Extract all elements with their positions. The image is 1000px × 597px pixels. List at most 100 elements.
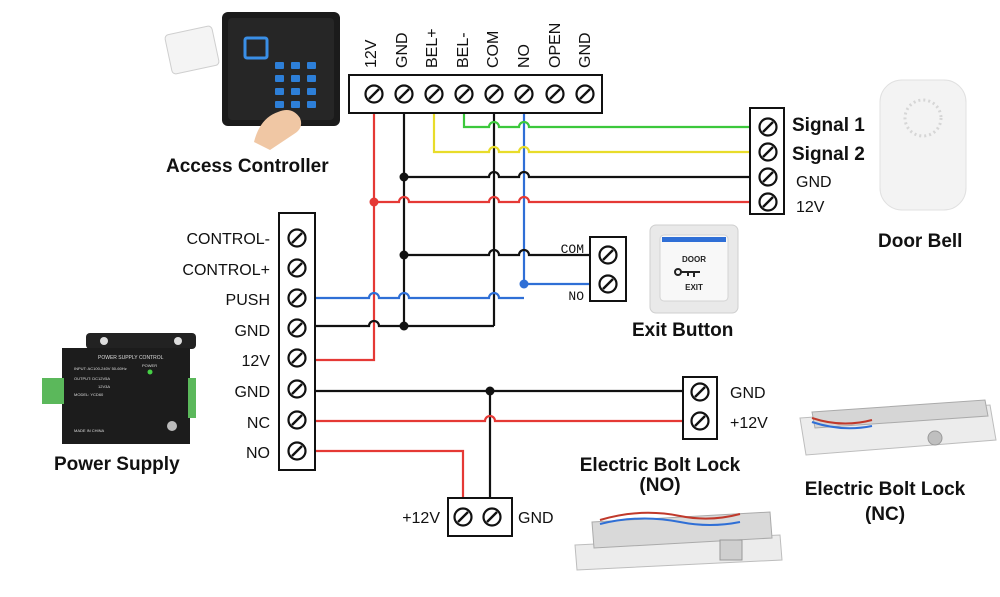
wire-ps-push <box>306 291 524 300</box>
screw-terminals <box>287 84 778 527</box>
power-supply-terminal-block <box>278 212 316 471</box>
ac-term-label-3: BEL- <box>455 32 472 68</box>
exit-face-top: DOOR <box>682 255 706 264</box>
ac-screw-6 <box>545 84 565 104</box>
junction-12v <box>369 197 379 207</box>
bell-term-label-1: Signal 2 <box>792 144 865 165</box>
bell-term-label-2: GND <box>796 174 832 191</box>
bolt-nc-term-label-1: +12V <box>730 415 768 432</box>
wire-bel-minus <box>462 103 759 129</box>
bolt-no-term-label-1: GND <box>518 510 554 527</box>
bell-screw-3 <box>758 192 778 212</box>
ps-term-label-2: PUSH <box>226 292 270 309</box>
ps-device-output: OUTPUT: DC <box>74 376 98 381</box>
junction-lock-gnd <box>485 386 495 396</box>
exit-button-label: Exit Button <box>632 320 733 341</box>
junction-dots <box>369 172 529 396</box>
bolt-no-term-label-0: +12V <box>402 510 440 527</box>
exit-face-bottom: EXIT <box>685 283 703 292</box>
ps-screw-2 <box>287 288 307 308</box>
ac-screw-1 <box>394 84 414 104</box>
bell-screw-2 <box>758 167 778 187</box>
door-bell-terminal-labels: Signal 1 Signal 2 GND 12V <box>792 115 865 216</box>
ps-screw-3 <box>287 318 307 338</box>
ps-device-title: POWER SUPPLY CONTROL <box>98 355 164 361</box>
ac-screw-7 <box>575 84 595 104</box>
ps-device-power: POWER <box>142 363 157 368</box>
ps-term-label-3: GND <box>234 323 270 340</box>
access-controller-image <box>164 12 340 150</box>
ps-screw-4 <box>287 348 307 368</box>
ac-term-label-1: GND <box>394 32 411 68</box>
ps-term-label-0: CONTROL- <box>186 231 270 248</box>
bolt-nc-screw-1 <box>690 411 710 431</box>
power-supply-terminal-labels: CONTROL- CONTROL+ PUSH GND 12V GND NC NO <box>182 231 270 462</box>
bolt-no-screw-1 <box>482 507 502 527</box>
ps-term-label-1: CONTROL+ <box>182 262 270 279</box>
ps-term-label-6: NC <box>247 415 270 432</box>
ac-term-label-0: 12V <box>363 39 380 68</box>
wires <box>306 103 759 508</box>
access-controller-terminal-labels: 12V GND BEL+ BEL- COM NO OPEN GND <box>363 23 594 68</box>
bolt-nc-term-label-0: GND <box>730 385 766 402</box>
exit-screw-0 <box>598 245 618 265</box>
ac-term-label-7: GND <box>577 32 594 68</box>
ps-device-made: MADE IN CHINA <box>74 428 105 433</box>
ps-screw-1 <box>287 258 307 278</box>
wire-lock-nc <box>306 414 691 423</box>
power-supply-image: POWER SUPPLY CONTROL POWER INPUT: AC100-… <box>42 333 196 444</box>
ps-screw-0 <box>287 228 307 248</box>
bell-screw-1 <box>758 142 778 162</box>
bell-term-label-3: 12V <box>796 199 825 216</box>
ps-term-label-5: GND <box>234 384 270 401</box>
ac-screw-4 <box>484 84 504 104</box>
wire-exit-com <box>404 248 599 257</box>
ps-term-label-7: NO <box>246 445 270 462</box>
junction-no-exit <box>519 279 529 289</box>
wire-bel-plus <box>432 103 759 154</box>
exit-term-label-0: COM <box>561 242 584 257</box>
junction-gnd-bell <box>399 172 409 182</box>
exit-screw-1 <box>598 274 618 294</box>
ac-term-label-5: NO <box>516 44 533 68</box>
bolt-nc-screw-0 <box>690 382 710 402</box>
wire-lock-no <box>306 449 465 508</box>
ac-screw-0 <box>364 84 384 104</box>
wire-bell-gnd <box>404 170 759 179</box>
exit-term-label-1: NO <box>568 289 584 304</box>
ac-screw-2 <box>424 84 444 104</box>
bell-term-label-0: Signal 1 <box>792 115 865 136</box>
bell-screw-0 <box>758 117 778 137</box>
ac-term-label-4: COM <box>485 31 502 68</box>
bolt-no-label-line2: (NO) <box>639 475 680 496</box>
door-bell-image <box>879 79 967 211</box>
ac-term-label-6: OPEN <box>547 23 564 68</box>
bolt-no-label-line1: Electric Bolt Lock <box>580 455 741 476</box>
power-supply-label: Power Supply <box>54 454 180 475</box>
bolt-no-screw-0 <box>453 507 473 527</box>
bolt-nc-label-line2: (NC) <box>865 504 905 525</box>
ps-term-label-4: 12V <box>242 353 271 370</box>
wire-ac-12v <box>315 103 376 362</box>
ps-screw-5 <box>287 379 307 399</box>
ps-device-opt2: 12V3A <box>98 384 110 389</box>
bolt-lock-nc-image <box>799 399 997 456</box>
bolt-nc-label-line1: Electric Bolt Lock <box>805 479 966 500</box>
ps-screw-6 <box>287 410 307 430</box>
ac-term-label-2: BEL+ <box>424 28 441 68</box>
wire-bell-12v <box>374 195 759 204</box>
ps-device-input: INPUT: AC100-240V 50-60Hz <box>74 366 127 371</box>
wire-ps-gnd <box>306 319 494 328</box>
door-bell-label: Door Bell <box>878 231 962 252</box>
ps-device-opt1: 12V5A <box>98 376 110 381</box>
bolt-lock-no-image <box>574 511 783 571</box>
ac-screw-3 <box>454 84 474 104</box>
junction-gnd-ps <box>399 321 409 331</box>
ps-screw-7 <box>287 441 307 461</box>
access-controller-label: Access Controller <box>166 156 329 177</box>
ac-screw-5 <box>514 84 534 104</box>
ps-device-model: MODEL: YCD60 <box>74 392 104 397</box>
exit-button-image: DOOR EXIT <box>649 224 739 314</box>
